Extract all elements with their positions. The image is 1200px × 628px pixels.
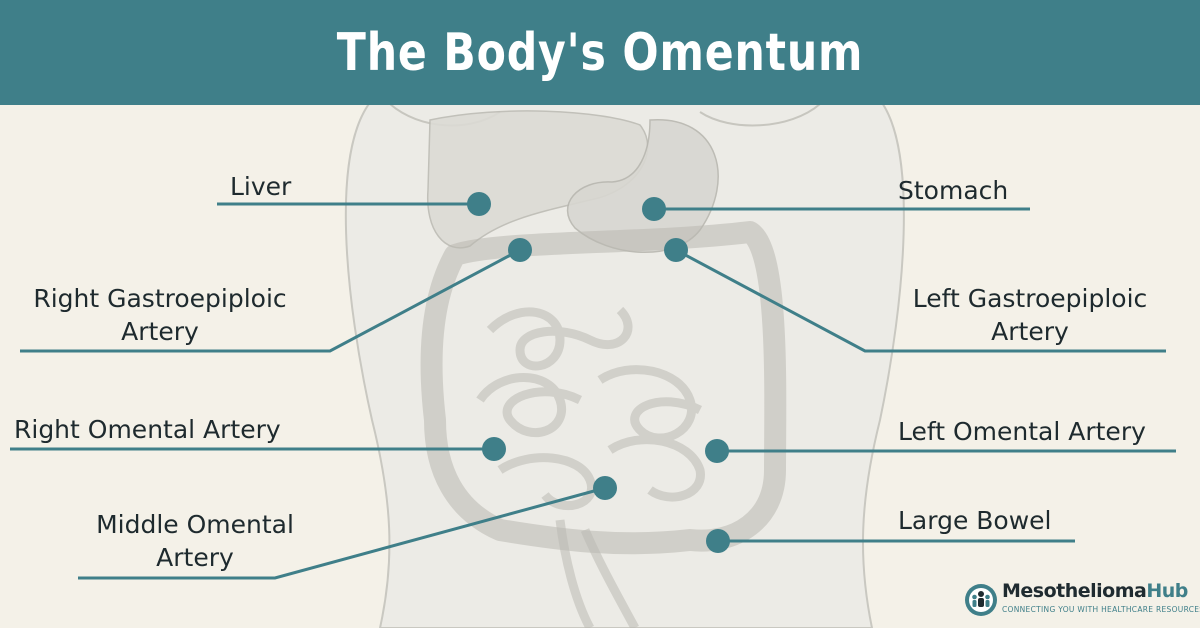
label-line-2: Artery — [121, 317, 199, 346]
people-group-icon — [965, 584, 997, 616]
leader-lines — [10, 202, 1176, 580]
logo-name-part2: Hub — [1146, 580, 1188, 602]
label-large-bowel: Large Bowel — [898, 506, 1052, 535]
page-title: The Body's Omentum — [336, 22, 864, 83]
left-omental-marker — [705, 439, 729, 463]
large-bowel-marker — [706, 529, 730, 553]
small-intestine — [476, 306, 705, 628]
right-gastroepiploic-leader-line — [20, 248, 521, 353]
middle-omental-marker — [593, 476, 617, 500]
label-line-1: Right Gastroepiploic — [33, 284, 287, 313]
label-line-1: Left Gastroepiploic — [912, 284, 1148, 313]
marker-dots — [467, 192, 730, 553]
left-gastroepiploic-leader-line — [675, 248, 1166, 353]
label-left-gastroepiploic-artery: Left Gastroepiploic Artery — [895, 282, 1165, 348]
label-line-2: Artery — [991, 317, 1069, 346]
stomach-marker — [642, 197, 666, 221]
logo-wordmark: MesotheliomaHub — [1002, 580, 1188, 602]
label-right-omental-artery: Right Omental Artery — [14, 415, 281, 444]
label-line-1: Middle Omental — [96, 510, 294, 539]
header-banner: The Body's Omentum — [0, 0, 1200, 105]
label-line-2: Artery — [156, 543, 234, 572]
label-left-omental-artery: Left Omental Artery — [898, 417, 1146, 446]
label-stomach: Stomach — [898, 176, 1009, 205]
label-right-gastroepiploic-artery: Right Gastroepiploic Artery — [20, 282, 300, 348]
label-liver: Liver — [230, 172, 292, 201]
middle-omental-leader-line — [78, 486, 606, 580]
right-omental-marker — [482, 437, 506, 461]
logo-name-part1: Mesothelioma — [1002, 580, 1147, 602]
logo-tagline: CONNECTING YOU WITH HEALTHCARE RESOURCES — [1002, 605, 1200, 614]
mesothelioma-hub-logo: MesotheliomaHub CONNECTING YOU WITH HEAL… — [964, 580, 1200, 624]
left-gastroepiploic-marker — [664, 238, 688, 262]
label-middle-omental-artery: Middle Omental Artery — [80, 508, 310, 574]
liver-marker — [467, 192, 491, 216]
right-gastroepiploic-marker — [508, 238, 532, 262]
